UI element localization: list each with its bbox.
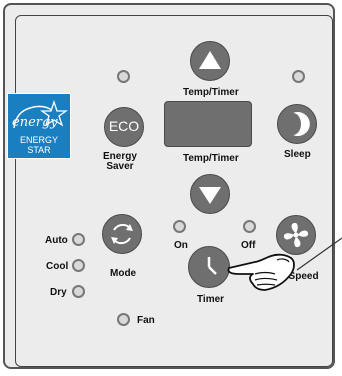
temp-timer-up-label: Temp/Timer [183, 87, 239, 98]
arrow-up-icon [191, 42, 229, 80]
on-indicator-led [173, 220, 186, 233]
sleep-button[interactable] [277, 104, 317, 144]
cool-indicator-led [72, 259, 85, 272]
energy-saver-label: Energy Saver [103, 152, 137, 172]
control-panel [3, 3, 335, 369]
cool-label: Cool [46, 261, 68, 272]
control-panel-inner-border [15, 15, 333, 367]
sleep-label: Sleep [284, 149, 311, 160]
temperature-display [164, 101, 252, 147]
energy-star-label: ENERGY STAR [8, 135, 70, 155]
temp-timer-down-button[interactable] [190, 174, 230, 214]
auto-indicator-led [72, 233, 85, 246]
mode-label: Mode [110, 268, 136, 279]
fan-label: Fan [137, 315, 155, 326]
pointing-hand-icon [215, 228, 342, 300]
on-label: On [174, 240, 188, 251]
temp-timer-up-button[interactable] [190, 41, 230, 81]
temp-timer-down-label: Temp/Timer [183, 153, 239, 164]
moon-icon [278, 105, 316, 143]
cycle-arrows-icon [103, 215, 141, 253]
sleep-indicator-led [292, 70, 305, 83]
mode-button[interactable] [102, 214, 142, 254]
dry-indicator-led [72, 285, 85, 298]
dry-label: Dry [50, 287, 67, 298]
auto-label: Auto [45, 235, 68, 246]
eco-button-label: ECO [105, 118, 143, 134]
eco-button[interactable]: ECO [104, 107, 144, 147]
fan-indicator-led [117, 313, 130, 326]
svg-text:energy: energy [12, 115, 58, 130]
energy-star-logo: energy ENERGY STAR [7, 93, 71, 159]
eco-indicator-led [117, 70, 130, 83]
arrow-down-icon [191, 175, 229, 213]
